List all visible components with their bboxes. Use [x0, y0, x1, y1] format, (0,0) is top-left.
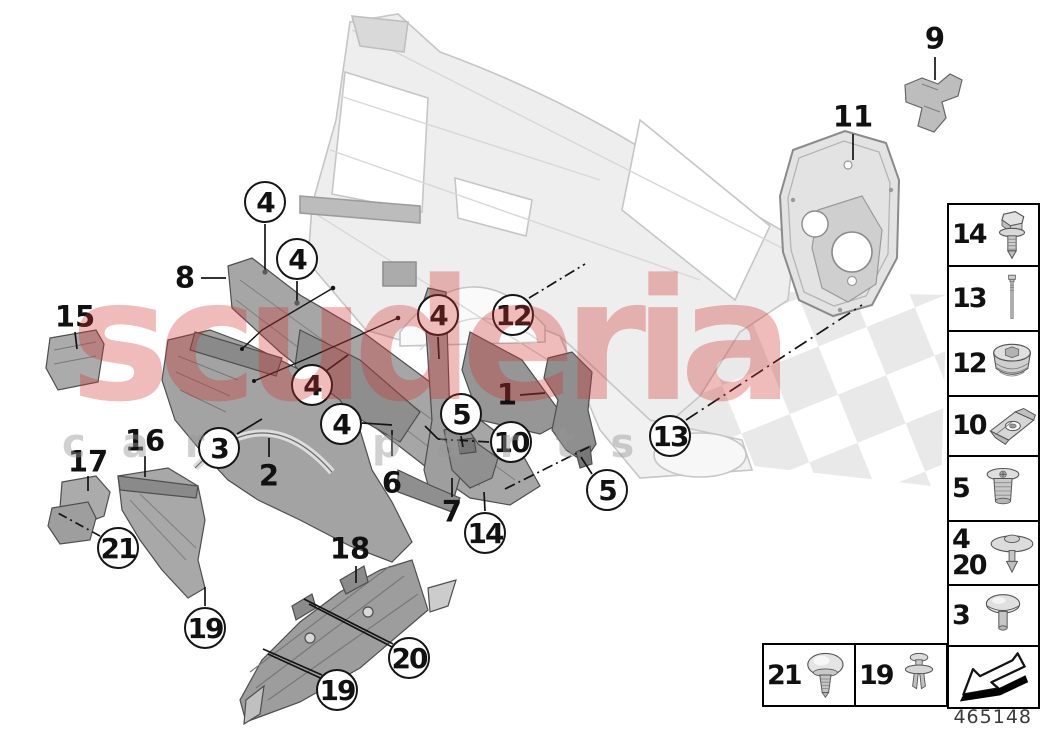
row-number: 3 [952, 599, 971, 631]
part-label-8[interactable]: 8 [174, 260, 196, 295]
callout-balloon-5-6[interactable]: 5 [440, 393, 482, 435]
parts-table-row-arrow[interactable] [949, 645, 1038, 707]
sealing-plug-icon [987, 335, 1037, 392]
parts-table-row-5[interactable]: 5 [949, 455, 1038, 520]
callout-balloon-14-15[interactable]: 14 [464, 512, 506, 554]
cell-number: 21 [767, 659, 803, 691]
pan-head-screw-icon [978, 589, 1028, 642]
row-number: 12 [952, 347, 988, 379]
callout-balloon-13-9[interactable]: 13 [649, 415, 691, 457]
part-label-15[interactable]: 15 [54, 299, 96, 334]
continuation-arrow-icon [952, 649, 1036, 705]
row-number: 10 [952, 410, 988, 442]
callout-balloon-20-14[interactable]: 20 [388, 637, 430, 679]
row-number: 13 [952, 282, 988, 314]
part-label-9[interactable]: 9 [924, 21, 946, 56]
part-label-2[interactable]: 2 [258, 458, 280, 493]
part-label-1[interactable]: 1 [496, 377, 518, 412]
callout-balloon-4-1[interactable]: 4 [276, 238, 318, 280]
push-rivet-washer-icon [987, 525, 1037, 581]
parts-table-cell-19[interactable]: 19 [854, 645, 946, 705]
part-6-foot [397, 469, 461, 513]
parts-table-row-13[interactable]: 13 [949, 265, 1038, 330]
tapping-screw-icon [803, 648, 851, 702]
row-number: 14 [952, 219, 988, 251]
callout-balloon-12-5[interactable]: 12 [492, 294, 534, 336]
callout-balloon-21-11[interactable]: 21 [97, 527, 139, 569]
part-2-3-wheelhouse [161, 329, 413, 563]
callout-balloon-5-8[interactable]: 5 [586, 469, 628, 511]
parts-table-row-14[interactable]: 14 [949, 205, 1038, 265]
stud-pin-icon [987, 270, 1037, 327]
hex-flange-screw-icon [987, 209, 1037, 261]
part-label-17[interactable]: 17 [67, 444, 109, 479]
part-label-11[interactable]: 11 [832, 99, 874, 134]
part-label-7[interactable]: 7 [441, 494, 463, 529]
parts-table-row-10[interactable]: 10 [949, 395, 1038, 455]
row-number: 5 [952, 472, 971, 504]
callout-balloon-10-7[interactable]: 10 [490, 421, 532, 463]
expansion-rivet-icon [895, 648, 943, 702]
document-number: 465148 [953, 706, 1032, 728]
parts-table-row-12[interactable]: 12 [949, 330, 1038, 395]
part-label-6[interactable]: 6 [381, 465, 403, 500]
callout-balloon-19-12[interactable]: 19 [184, 607, 226, 649]
cell-number: 19 [859, 659, 895, 691]
part-21-location [47, 501, 97, 545]
highlighted-parts [45, 73, 963, 726]
fastener-footer-table: 21 19 [762, 643, 948, 707]
part-8-inner-panel [294, 329, 421, 443]
callout-balloon-4-0[interactable]: 4 [244, 181, 286, 223]
speed-nut-clip-icon [987, 400, 1037, 452]
expanding-nut-icon [978, 460, 1028, 517]
callout-balloon-4-2[interactable]: 4 [291, 364, 333, 406]
part-4-wedge [461, 331, 567, 435]
callout-balloon-4-3[interactable]: 4 [320, 403, 362, 445]
callout-balloon-19-13[interactable]: 19 [316, 669, 358, 711]
parts-table-cell-21[interactable]: 21 [764, 645, 854, 705]
part-label-16[interactable]: 16 [124, 423, 166, 458]
callout-balloon-3-10[interactable]: 3 [198, 427, 240, 469]
part-11-shape [778, 129, 901, 318]
part-label-18[interactable]: 18 [329, 531, 371, 566]
leader-lines [55, 57, 936, 682]
parts-table-row-3[interactable]: 3 [949, 584, 1038, 645]
part-9-shape [904, 73, 963, 133]
callout-balloon-4-4[interactable]: 4 [417, 294, 459, 336]
